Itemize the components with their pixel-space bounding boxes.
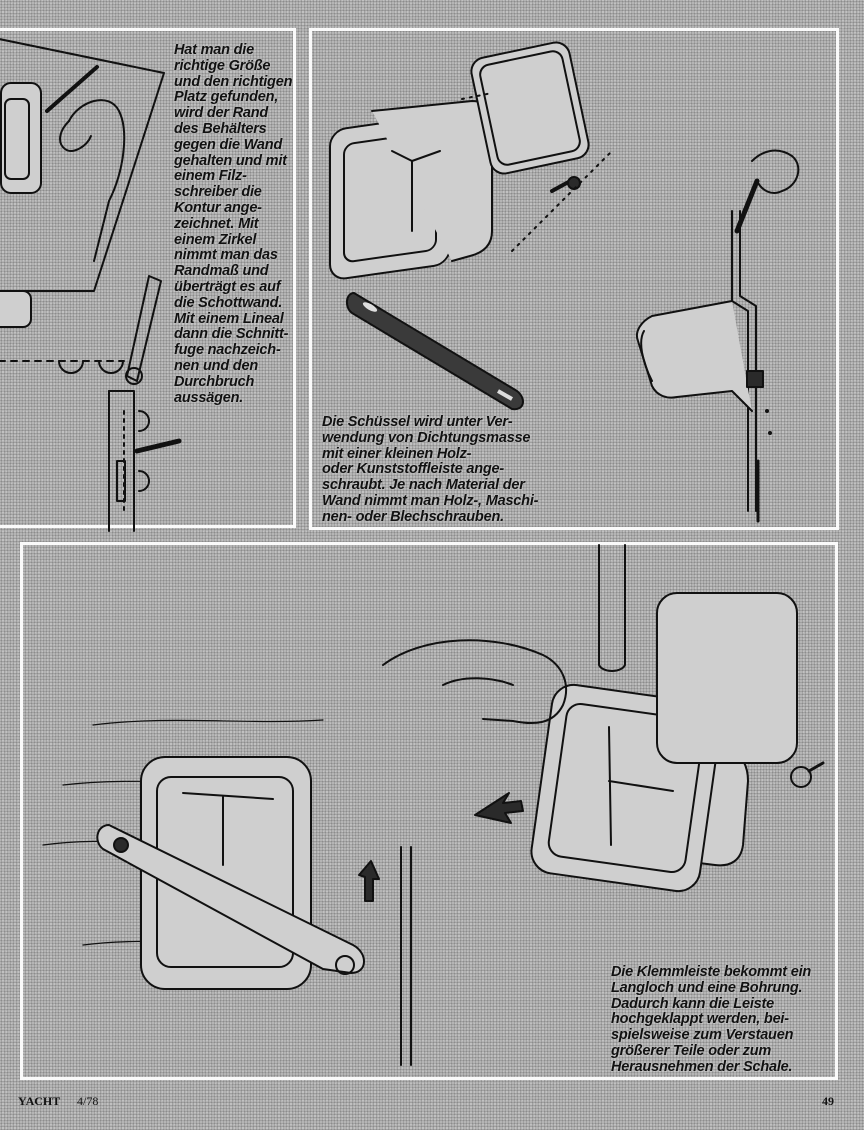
caption-line: Langloch und eine Bohrung. xyxy=(611,979,803,996)
caption-line: Randmaß und xyxy=(174,263,269,280)
caption-line: größerer Teile oder zum xyxy=(611,1042,772,1059)
caption-line: zeichnet. Mit xyxy=(174,215,259,232)
caption-line: fuge nachzeich- xyxy=(174,342,281,359)
caption-line: nen- oder Blechschrauben. xyxy=(322,508,504,525)
caption-line: Herausnehmen der Schale. xyxy=(611,1058,793,1075)
caption-line: Mit einem Lineal xyxy=(174,310,284,327)
illustration-mounting-bowl xyxy=(329,41,800,523)
caption-line: Die Klemmleiste bekommt ein xyxy=(611,964,812,980)
caption-line: des Behälters xyxy=(174,120,267,137)
caption-line: dann die Schnitt- xyxy=(174,326,289,343)
caption-line: überträgt es auf xyxy=(174,278,281,295)
caption-line: aussägen. xyxy=(174,389,244,406)
caption-line: hochgeklappt werden, bei- xyxy=(611,1011,789,1028)
caption-line: spielsweise zum Verstauen xyxy=(611,1027,794,1044)
illustration-clamping-strip xyxy=(42,544,825,1066)
caption-line: Hat man die xyxy=(174,42,254,58)
panel1-caption: Hat man die richtige Größe und den richt… xyxy=(174,42,293,406)
caption-line: wird der Rand xyxy=(174,105,269,122)
caption-line: wendung von Dichtungsmasse xyxy=(322,429,531,446)
panel2-caption: Die Schüssel wird unter Ver- wendung von… xyxy=(322,414,539,526)
caption-line: einem Zirkel xyxy=(174,231,257,248)
caption-line: schraubt. Je nach Material der xyxy=(322,477,525,494)
caption-line: mit einer kleinen Holz- xyxy=(322,445,472,462)
panel3-caption: Die Klemmleiste bekommt ein Langloch und… xyxy=(611,964,812,1076)
caption-line: Kontur ange- xyxy=(174,199,262,216)
illustration-marking-contour xyxy=(0,38,182,532)
caption-line: die Schottwand. xyxy=(174,294,283,311)
footer-magazine: YACHT 4/78 xyxy=(18,1094,98,1109)
caption-line: oder Kunststoffleiste ange- xyxy=(322,461,505,478)
caption-line: richtige Größe xyxy=(174,57,271,74)
issue-number: 4/78 xyxy=(77,1094,99,1108)
caption-line: Wand nimmt man Holz-, Maschi- xyxy=(322,492,539,509)
caption-line: Durchbruch xyxy=(174,373,255,390)
caption-line: nen und den xyxy=(174,357,258,374)
panel-clamping-strip: Die Klemmleiste bekommt ein Langloch und… xyxy=(20,542,838,1080)
caption-line: und den richtigen xyxy=(174,73,293,90)
caption-line: schreiber die xyxy=(174,184,262,201)
caption-line: Die Schüssel wird unter Ver- xyxy=(322,414,513,430)
caption-line: einem Filz- xyxy=(174,168,247,185)
magazine-name: YACHT xyxy=(18,1094,61,1108)
caption-line: Platz gefunden, xyxy=(174,89,279,106)
caption-line: gegen die Wand xyxy=(174,136,283,153)
page-number: 49 xyxy=(822,1094,834,1108)
caption-line: nimmt man das xyxy=(174,247,278,264)
caption-line: gehalten und mit xyxy=(174,152,287,169)
caption-line: Dadurch kann die Leiste xyxy=(611,995,774,1012)
panel-marking-contour: Hat man die richtige Größe und den richt… xyxy=(0,28,296,532)
panel-mounting-bowl: Die Schüssel wird unter Ver- wendung von… xyxy=(309,28,839,530)
